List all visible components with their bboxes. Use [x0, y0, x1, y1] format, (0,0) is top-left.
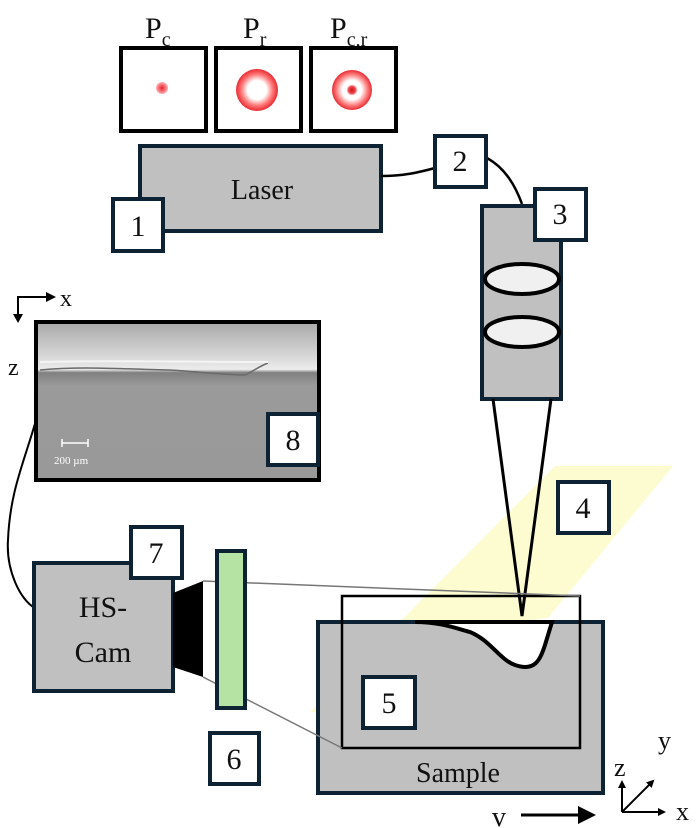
y-axis-label: y: [658, 726, 671, 755]
camera-label-line1: HS-: [79, 591, 127, 624]
svg-text:4: 4: [576, 492, 591, 525]
profile-label-pcr: Pc,r: [330, 12, 368, 51]
marker-8: 8: [266, 412, 320, 467]
inset-z-arrow-icon: [13, 314, 23, 323]
fiber-cable-2: [486, 156, 524, 205]
marker-2: 2: [433, 134, 488, 189]
inset-axes: x z: [8, 286, 72, 381]
marker-1: 1: [111, 197, 165, 253]
svg-text:6: 6: [227, 743, 242, 776]
sight-line-top: [202, 580, 581, 597]
sample: Sample: [316, 620, 605, 795]
camera-lens-icon: [173, 581, 203, 677]
center-spot-icon: [156, 82, 168, 94]
x-axis-label: x: [676, 797, 689, 826]
svg-text:5: 5: [382, 687, 397, 720]
hs-camera: HS- Cam: [32, 561, 203, 693]
marker-5: 5: [361, 675, 417, 730]
melt-pool: [414, 620, 555, 669]
lens-icon: [483, 315, 561, 349]
beam-profile-ring: [214, 46, 303, 133]
optics-head: [480, 204, 563, 401]
scale-bar-label: 200 µm: [54, 455, 89, 467]
svg-text:3: 3: [553, 198, 568, 231]
marker-7: 7: [129, 525, 184, 580]
beam-profile-center-ring: [309, 46, 398, 133]
laser-label: Laser: [231, 175, 294, 206]
ring-spot-icon: [236, 69, 278, 111]
profile-label-pr: Pr: [243, 12, 267, 51]
laser-beam-cone: [491, 398, 553, 617]
fiber-cable: [380, 166, 436, 178]
beam-profile-labels: Pc Pr Pc,r: [145, 12, 368, 51]
svg-text:7: 7: [149, 537, 164, 570]
center-ring-spot-icon: [332, 70, 372, 110]
camera-label-line2: Cam: [75, 636, 132, 669]
svg-text:8: 8: [286, 424, 301, 457]
svg-text:1: 1: [131, 210, 146, 243]
camera-cable: [6, 419, 37, 609]
z-axis-label: z: [614, 753, 626, 782]
laser-unit: Laser: [138, 144, 383, 233]
inset-x-arrow-icon: [46, 292, 56, 302]
y-axis-arrow-icon: [621, 779, 655, 813]
sample-label: Sample: [416, 758, 500, 789]
coordinate-axes: z y x: [614, 726, 689, 826]
beam-profile-center: [119, 46, 208, 133]
svg-text:2: 2: [453, 145, 468, 178]
camera-field-of-view: [340, 594, 582, 750]
inset-z-label: z: [8, 355, 19, 381]
marker-3: 3: [533, 187, 588, 242]
marker-6: 6: [208, 731, 261, 786]
profile-label-pc: Pc: [145, 12, 171, 51]
marker-4: 4: [556, 480, 611, 535]
velocity-indicator: v: [492, 802, 596, 828]
inset-x-label: x: [60, 286, 72, 312]
lens-icon: [483, 262, 561, 296]
velocity-label: v: [492, 802, 506, 828]
optical-filter: [215, 549, 247, 710]
